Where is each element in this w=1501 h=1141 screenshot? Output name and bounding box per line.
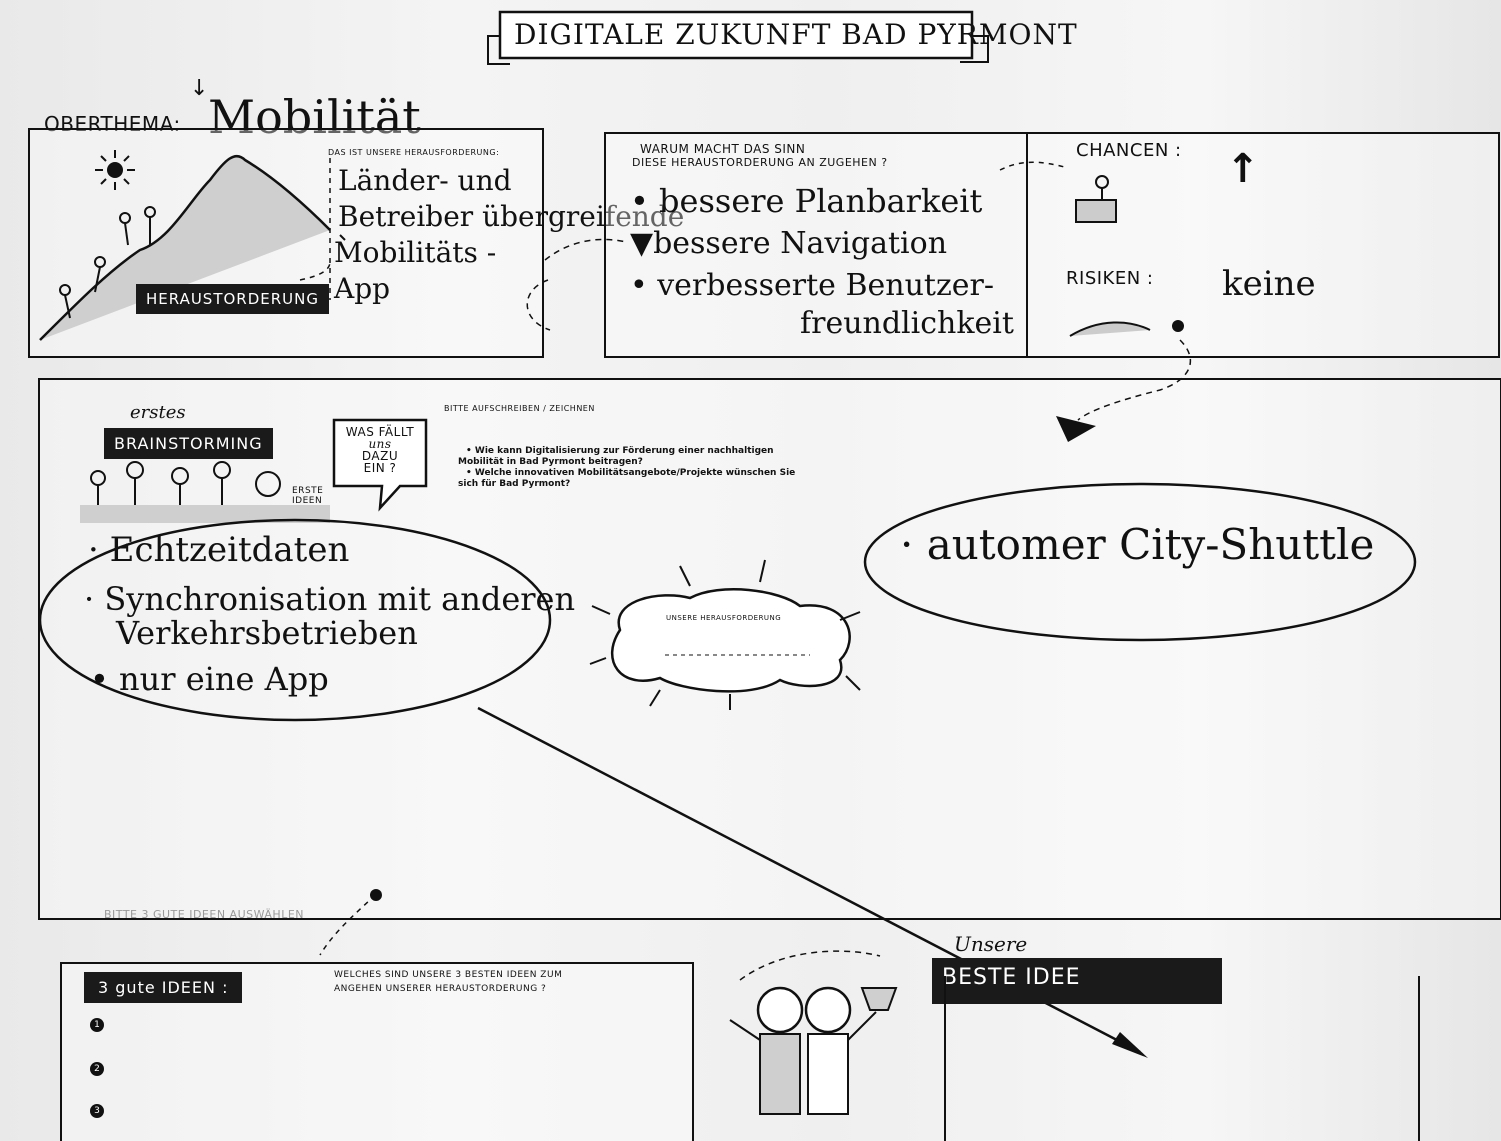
herausforderung-intro: DAS IST UNSERE HERAUSFORDERUNG: xyxy=(328,148,500,157)
poster-title: DIGITALE ZUKUNFT BAD PYRMONT xyxy=(514,18,1078,51)
warum-item-1: • bessere Planbarkeit xyxy=(630,182,983,220)
herausforderung-line-2: Betreiber übergreifende xyxy=(338,200,685,233)
bubble-line-4: EIN ? xyxy=(363,461,397,475)
oberthema-label: OBERTHEMA: xyxy=(44,112,181,136)
herausforderung-banner: HERAUSTORDERUNG xyxy=(136,284,329,314)
warum-heading-2: DIESE HERAUSTORDERUNG AN ZUGEHEN ? xyxy=(632,156,888,169)
idea-number-2: 2 xyxy=(90,1062,104,1076)
erste-ideen-line-2: IDEEN xyxy=(292,496,323,506)
idea-left-4: • nur eine App xyxy=(90,660,329,698)
idea-left-1: · Echtzeitdaten xyxy=(88,530,350,570)
erste-ideen-line-1: ERSTE xyxy=(292,486,324,496)
warum-item-2: ▼bessere Navigation xyxy=(630,226,948,261)
beste-idee-banner: BESTE IDEE xyxy=(932,958,1222,1004)
idea-number-1: 1 xyxy=(90,1018,104,1032)
brainstorming-erstes: erstes xyxy=(130,402,186,423)
chancen-label: CHANCEN : xyxy=(1076,140,1182,161)
bubble-line-3: DAZU xyxy=(361,449,399,463)
erste-ideen-label: ERSTE IDEEN xyxy=(292,486,323,506)
idea-left-2: · Synchronisation mit anderen xyxy=(84,580,576,618)
oberthema-value: Mobilität xyxy=(208,90,421,144)
risiken-label: RISIKEN : xyxy=(1066,268,1154,289)
brainstorming-bubble: WAS FÄLLT uns DAZU EIN ? xyxy=(344,426,416,474)
warum-heading-1: WARUM MACHT DAS SINN xyxy=(640,142,806,156)
herausforderung-line-3: Mobilitäts - xyxy=(334,236,497,269)
arrow-down-icon: ↓ xyxy=(190,76,209,101)
question-2-line-1: • Welche innovativen Mobilitätsangebote/… xyxy=(466,468,796,478)
warum-box xyxy=(604,132,1028,358)
footer-hint: BITTE 3 GUTE IDEEN AUSWÄHLEN xyxy=(104,908,304,921)
drei-ideen-question-line-2: ANGEHEN UNSERER HERAUSTORDERUNG ? xyxy=(334,984,547,994)
warum-item-4: freundlichkeit xyxy=(800,306,1014,341)
question-1-line-2: Mobilität in Bad Pyrmont beitragen? xyxy=(458,457,643,467)
idea-number-3: 3 xyxy=(90,1104,104,1118)
herausforderung-line-4: App xyxy=(334,272,391,305)
idea-left-3: Verkehrsbetrieben xyxy=(116,614,418,652)
brainstorming-instruction: BITTE AUFSCHREIBEN / ZEICHNEN xyxy=(444,404,595,413)
beste-idee-unsere: Unsere xyxy=(954,932,1028,956)
herausforderung-line-1: Länder- und xyxy=(338,164,512,197)
bubble-line-1: WAS FÄLLT xyxy=(345,425,415,439)
cloud-label: UNSERE HERAUSFORDERUNG xyxy=(666,614,782,622)
drei-ideen-banner: 3 gute IDEEN : xyxy=(84,972,243,1003)
idea-right: · automer City-Shuttle xyxy=(900,520,1375,569)
risiken-value: keine xyxy=(1222,264,1316,304)
brainstorming-banner: BRAINSTORMING xyxy=(104,428,273,459)
warum-item-3: • verbesserte Benutzer- xyxy=(630,268,995,303)
chancen-box xyxy=(1026,132,1500,358)
drei-ideen-question-line-1: WELCHES SIND UNSERE 3 BESTEN IDEEN ZUM xyxy=(334,970,563,980)
question-1-line-1: • Wie kann Digitalisierung zur Förderung… xyxy=(466,446,774,456)
brainstorming-questions: • Wie kann Digitalisierung zur Förderung… xyxy=(458,446,795,490)
beste-idee-box xyxy=(944,976,1420,1141)
drei-ideen-question: WELCHES SIND UNSERE 3 BESTEN IDEEN ZUM A… xyxy=(334,968,562,996)
question-2-line-2: sich für Bad Pyrmont? xyxy=(458,479,571,489)
bubble-line-2: uns xyxy=(368,437,392,451)
arrow-up-icon: ↑ xyxy=(1226,146,1260,192)
